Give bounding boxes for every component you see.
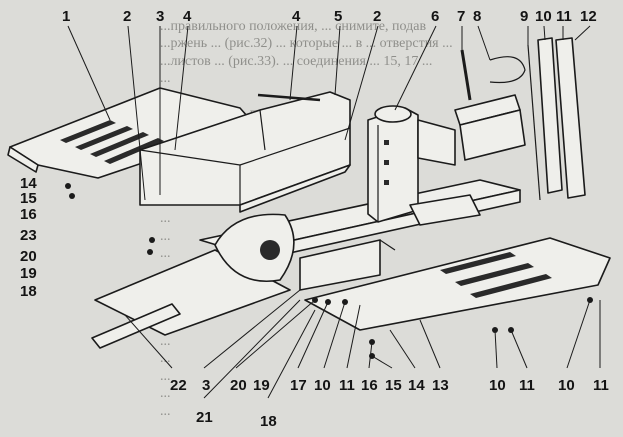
callout-20-bottom: 20	[230, 377, 247, 394]
callout-10-bottom-b: 10	[489, 377, 506, 394]
background-text-line: ...	[160, 333, 171, 349]
callout-13-bottom: 13	[432, 377, 449, 394]
vertical-trims	[527, 37, 586, 201]
wheel-arch	[214, 213, 295, 282]
callout-5-top: 5	[334, 8, 343, 25]
callout-16-left: 16	[20, 206, 37, 223]
callout-15-bottom: 15	[385, 377, 402, 394]
callout-1-top: 1	[62, 8, 71, 25]
background-text-line: ...	[160, 351, 171, 366]
callout-18-bottom: 18	[260, 413, 277, 430]
callout-19-bottom: 19	[253, 377, 270, 394]
callout-14-left: 14	[20, 175, 37, 192]
callout-16-bottom: 16	[361, 377, 378, 394]
callout-9-top: 9	[520, 8, 529, 25]
callout-21-bottom: 21	[196, 409, 213, 426]
background-text-line: ...	[160, 71, 171, 86]
bracket	[454, 56, 526, 161]
left-floor-panel	[7, 87, 256, 179]
callout-2-top-right: 2	[373, 8, 382, 25]
background-text-line: ...	[160, 228, 171, 244]
callout-2-top: 2	[123, 8, 132, 25]
background-text-line: ...	[160, 368, 171, 384]
callout-11-bottom-a: 11	[339, 377, 355, 394]
callout-14-bottom: 14	[408, 377, 425, 394]
callout-19-left: 19	[20, 265, 37, 282]
callout-23-left: 23	[20, 227, 37, 244]
callout-6-top: 6	[431, 8, 440, 25]
steering-column	[367, 105, 481, 226]
background-text-line: ...ржень ... (рис.32) ... которые ... в …	[160, 36, 453, 51]
callout-20-left: 20	[20, 248, 37, 265]
callout-12-top: 12	[580, 8, 597, 25]
callout-18-left: 18	[20, 283, 37, 300]
callout-4-top-right: 4	[292, 8, 301, 25]
callout-3-bottom: 3	[202, 377, 211, 394]
right-floor-panel	[304, 237, 611, 331]
background-text-line: ...правильного положения, ... снимите, п…	[160, 18, 427, 34]
callout-11-top: 11	[556, 8, 572, 25]
callout-15-left: 15	[20, 190, 37, 207]
background-text-line: ...	[160, 386, 171, 401]
callout-4-top-left: 4	[183, 8, 192, 25]
background-text-line: ...листов ... (рис.33). ... соединения .…	[160, 53, 433, 69]
background-text-line: ...	[160, 211, 171, 226]
callout-22-bottom: 22	[170, 377, 187, 394]
callout-11-bottom-b: 11	[519, 377, 535, 394]
callout-11-bottom-c: 11	[593, 377, 609, 394]
callout-10-top: 10	[535, 8, 552, 25]
callout-10-bottom-a: 10	[314, 377, 331, 394]
callout-7-top: 7	[457, 8, 466, 25]
callout-3-top: 3	[156, 8, 165, 25]
callout-8-top: 8	[473, 8, 482, 25]
seat-support-box	[139, 91, 351, 213]
rod	[460, 49, 472, 101]
callout-17-bottom: 17	[290, 377, 307, 394]
bolt	[257, 93, 321, 102]
leader-lines	[67, 25, 601, 399]
callout-10-bottom-c: 10	[558, 377, 575, 394]
background-text-line: ...	[160, 246, 171, 261]
background-text-line: ...	[160, 403, 171, 419]
